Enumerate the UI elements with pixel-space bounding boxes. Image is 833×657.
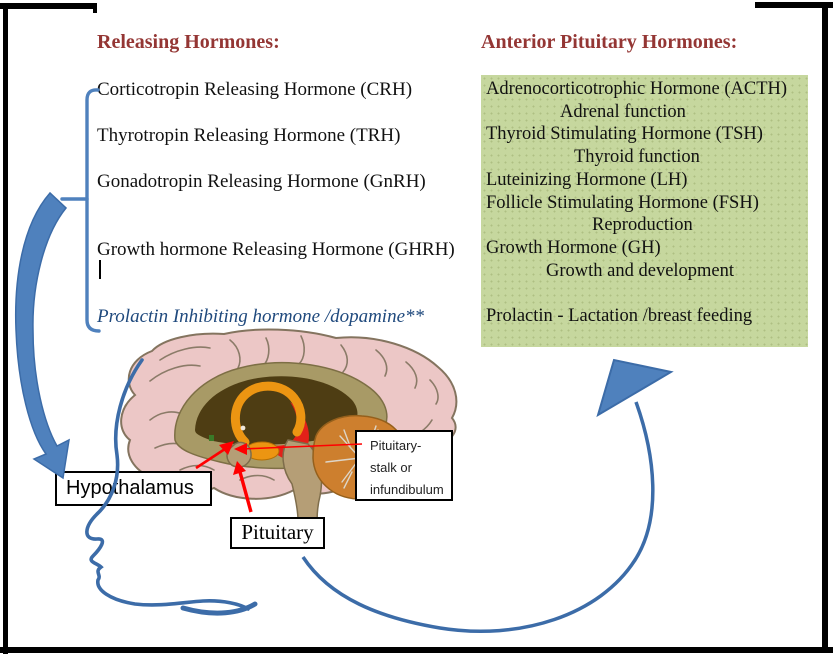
- pituitary-stalk-label: Pituitary- stalk or infundibulum: [355, 430, 453, 501]
- red-stalk-structure: [269, 402, 335, 463]
- prolactin-inhibiting-note: Prolactin Inhibiting hormone /dopamine**: [97, 306, 425, 327]
- red-pointer-arrows: [195, 441, 363, 513]
- pituitary-label: Pituitary: [230, 517, 325, 549]
- ap-line-fsh: Follicle Stimulating Hormone (FSH): [486, 192, 759, 213]
- ap-line-gh: Growth Hormone (GH): [486, 237, 661, 258]
- ap-line-thyroid-function: Thyroid function: [574, 147, 700, 168]
- ap-line-growth-dev: Growth and development: [546, 260, 735, 281]
- pituitary-gland-shape: [226, 441, 252, 468]
- stalk-pointer-head: [234, 443, 247, 455]
- frame-border-top-step: [93, 3, 97, 13]
- list-item-crh: Corticotropin Releasing Hormone (CRH): [97, 79, 413, 100]
- arc-end-dot: [240, 425, 246, 431]
- hypothalamus-dot: [209, 435, 214, 441]
- hypothalamus-label: Hypothalamus: [55, 471, 212, 506]
- hypothalamus-pointer-arrow: [195, 445, 229, 470]
- hypothalamus-pointer-head: [219, 441, 234, 455]
- ap-line-lh: Luteinizing Hormone (LH): [486, 169, 688, 190]
- list-item-gnrh: Gonadotropin Releasing Hormone (GnRH): [97, 171, 426, 192]
- ap-line-prolactin: Prolactin - Lactation /breast feeding: [486, 306, 753, 327]
- releasing-hormones-bracket: [60, 88, 101, 333]
- frame-border-top-right: [755, 2, 833, 8]
- frame-border-left: [3, 4, 8, 654]
- ap-line-tsh: Thyroid Stimulating Hormone (TSH): [486, 124, 763, 145]
- text-cursor: [99, 260, 101, 279]
- corpus-callosum-arc: [230, 381, 306, 447]
- stalk-label-line2: stalk or: [370, 460, 412, 475]
- frame-border-top-left: [0, 3, 97, 9]
- pituitary-pointer-arrow: [238, 471, 253, 513]
- stalk-label-line1: Pituitary-: [370, 438, 422, 453]
- releasing-hormones-title: Releasing Hormones:: [97, 31, 280, 53]
- anterior-pituitary-box: Adrenocorticotrophic Hormone (ACTH) Adre…: [481, 75, 808, 347]
- right-feedback-arrowhead: [596, 358, 674, 418]
- ap-line-acth: Adrenocorticotrophic Hormone (ACTH): [486, 79, 788, 99]
- frame-border-bottom: [0, 647, 833, 653]
- dark-interior-region: [195, 376, 358, 445]
- chin-swoosh: [180, 601, 258, 616]
- orange-stalk-blob: [244, 441, 280, 461]
- stalk-label-line3: infundibulum: [370, 482, 444, 497]
- list-item-trh: Thyrotropin Releasing Hormone (TRH): [97, 125, 401, 146]
- frame-border-right: [822, 2, 828, 653]
- left-feedback-arrow: [14, 191, 70, 480]
- stalk-pointer-arrow: [241, 443, 363, 450]
- ap-line-blank: [486, 282, 808, 305]
- ap-line-reproduction: Reproduction: [592, 215, 693, 236]
- list-item-ghrh: Growth hormone Releasing Hormone (GHRH): [97, 239, 455, 260]
- ap-line-adrenal-function: Adrenal function: [560, 101, 686, 122]
- anterior-pituitary-hormones-title: Anterior Pituitary Hormones:: [481, 31, 738, 53]
- pituitary-pointer-head: [233, 461, 246, 475]
